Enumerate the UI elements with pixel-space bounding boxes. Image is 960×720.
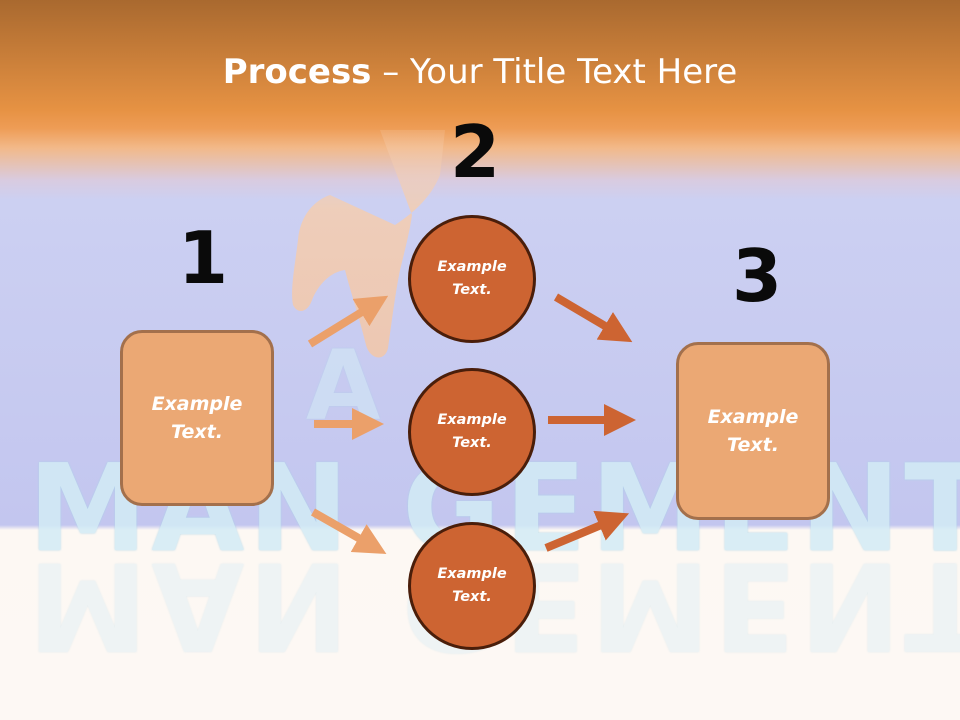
arrow-circle-bottom-to-3 xyxy=(544,510,630,552)
circle-bottom-text: Example Text. xyxy=(437,565,507,605)
circle-top-text: Example Text. xyxy=(437,258,507,298)
step-number-1: 1 xyxy=(178,216,229,300)
step-3-box-text: Example Text. xyxy=(707,405,799,457)
arrow-1-to-circle-top xyxy=(307,295,389,348)
step-number-3: 3 xyxy=(732,234,783,318)
circle-middle-text: Example Text. xyxy=(437,411,507,451)
step-1-box-text: Example Text. xyxy=(151,392,243,444)
step-number-2: 2 xyxy=(450,110,501,194)
step-2-circle-top: Example Text. xyxy=(408,215,536,343)
arrow-1-to-circle-bottom xyxy=(311,508,387,554)
title-bold: Process xyxy=(222,52,372,92)
slide-title: Process – Your Title Text Here xyxy=(0,52,960,92)
step-2-circle-bottom: Example Text. xyxy=(408,522,536,650)
title-rest: – Your Title Text Here xyxy=(371,52,738,92)
step-3-box: Example Text. xyxy=(676,342,830,520)
step-2-circle-middle: Example Text. xyxy=(408,368,536,496)
arrow-circle-top-to-3 xyxy=(553,293,633,343)
step-1-box: Example Text. xyxy=(120,330,274,506)
